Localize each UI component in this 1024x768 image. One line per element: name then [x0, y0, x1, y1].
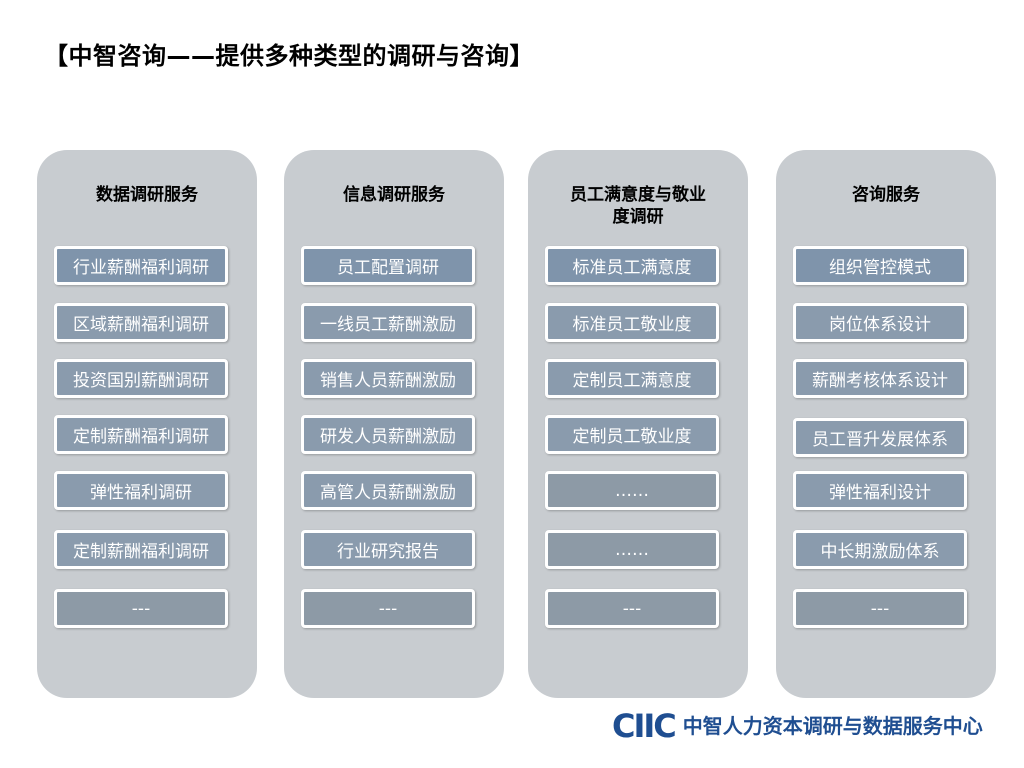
service-item[interactable]: 高管人员薪酬激励	[301, 471, 475, 510]
service-item[interactable]: 薪酬考核体系设计	[793, 359, 967, 398]
column-consulting: 咨询服务 组织管控模式 岗位体系设计 薪酬考核体系设计 员工晋升发展体系 弹性福…	[776, 150, 996, 698]
service-item-more[interactable]: ……	[545, 530, 719, 569]
service-item-more[interactable]: ---	[793, 589, 967, 628]
column-heading: 员工满意度与敬业度调研	[570, 185, 706, 227]
column-heading: 咨询服务	[852, 185, 920, 205]
service-item-more[interactable]: ---	[301, 589, 475, 628]
service-item[interactable]: 一线员工薪酬激励	[301, 303, 475, 342]
service-item-more[interactable]: ---	[54, 589, 228, 628]
column-info-research: 信息调研服务 员工配置调研 一线员工薪酬激励 销售人员薪酬激励 研发人员薪酬激励…	[284, 150, 504, 698]
service-item[interactable]: 员工晋升发展体系	[793, 418, 967, 457]
service-item[interactable]: 定制薪酬福利调研	[54, 530, 228, 569]
column-data-research: 数据调研服务 行业薪酬福利调研 区域薪酬福利调研 投资国别薪酬调研 定制薪酬福利…	[37, 150, 257, 698]
service-item[interactable]: 中长期激励体系	[793, 530, 967, 569]
service-item[interactable]: 弹性福利调研	[54, 471, 228, 510]
column-engagement-research: 员工满意度与敬业度调研 标准员工满意度 标准员工敬业度 定制员工满意度 定制员工…	[528, 150, 748, 698]
company-logo: CIIC 中智人力资本调研与数据服务中心	[612, 708, 983, 744]
column-heading: 数据调研服务	[96, 185, 198, 205]
service-item[interactable]: 定制员工满意度	[545, 359, 719, 398]
service-item[interactable]: 销售人员薪酬激励	[301, 359, 475, 398]
logo-text: 中智人力资本调研与数据服务中心	[682, 714, 983, 738]
service-item[interactable]: 弹性福利设计	[793, 471, 967, 510]
service-item[interactable]: 岗位体系设计	[793, 303, 967, 342]
service-item[interactable]: 投资国别薪酬调研	[54, 359, 228, 398]
column-heading: 信息调研服务	[343, 185, 445, 205]
ciic-logo-icon: CIIC	[612, 707, 677, 745]
service-item[interactable]: 员工配置调研	[301, 246, 475, 285]
service-item[interactable]: 行业薪酬福利调研	[54, 246, 228, 285]
service-item[interactable]: 研发人员薪酬激励	[301, 415, 475, 454]
service-item-more[interactable]: ……	[545, 471, 719, 510]
service-item[interactable]: 标准员工满意度	[545, 246, 719, 285]
service-item[interactable]: 标准员工敬业度	[545, 303, 719, 342]
service-item[interactable]: 区域薪酬福利调研	[54, 303, 228, 342]
service-item[interactable]: 行业研究报告	[301, 530, 475, 569]
page-title: 【中智咨询——提供多种类型的调研与咨询】	[44, 42, 534, 70]
service-item[interactable]: 定制员工敬业度	[545, 415, 719, 454]
service-item[interactable]: 定制薪酬福利调研	[54, 415, 228, 454]
service-item-more[interactable]: ---	[545, 589, 719, 628]
service-item[interactable]: 组织管控模式	[793, 246, 967, 285]
